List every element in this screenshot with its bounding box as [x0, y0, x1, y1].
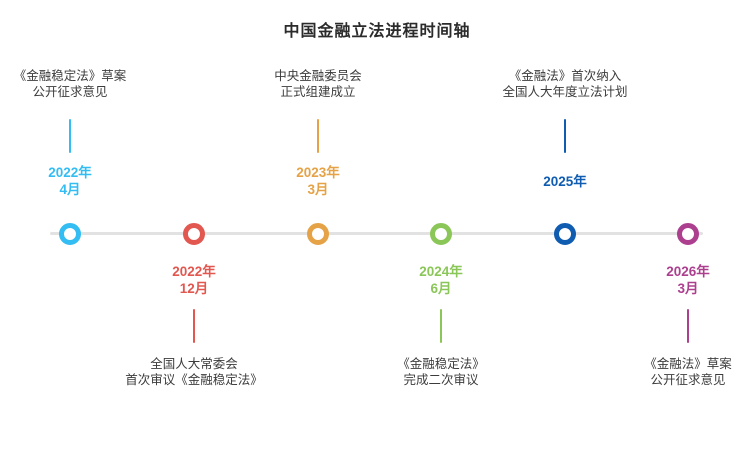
event-desc-line1: 全国人大常委会 [150, 357, 238, 371]
event-desc-line2: 公开征求意见 [650, 373, 726, 387]
event-date-label: 2022年 4月 [0, 162, 155, 200]
event-connector-line [69, 119, 71, 153]
timeline-event: 2022年 12月 全国人大常委会 首次审议《金融稳定法》 [109, 0, 279, 467]
event-connector-line [317, 119, 319, 153]
event-description: 全国人大常委会 首次审议《金融稳定法》 [109, 356, 279, 388]
event-connector-line [440, 309, 442, 343]
event-date-label: 2022年 12月 [109, 261, 279, 299]
event-description: 中央金融委员会 正式组建成立 [233, 68, 403, 100]
event-desc-line1: 《金融稳定法》 [397, 357, 485, 371]
event-date-month: 12月 [179, 281, 209, 296]
event-desc-line2: 公开征求意见 [32, 85, 108, 99]
event-date-month: 4月 [59, 182, 81, 197]
event-connector-line [564, 119, 566, 153]
timeline-event: 2026年 3月 《金融法》草案 公开征求意见 [603, 0, 754, 467]
event-connector-line [193, 309, 195, 343]
event-date-label: 2023年 3月 [233, 162, 403, 200]
event-desc-line2: 完成二次审议 [403, 373, 479, 387]
event-date-label: 2025年 [480, 162, 650, 200]
event-date-year: 2023年 [296, 165, 340, 180]
page-title: 中国金融立法进程时间轴 [283, 23, 471, 40]
timeline-event: 中央金融委员会 正式组建成立 2023年 3月 [233, 0, 403, 467]
event-connector-line [687, 309, 689, 343]
timeline-event: 《金融法》首次纳入 全国人大年度立法计划 2025年 [480, 0, 650, 467]
event-desc-line1: 《金融法》首次纳入 [508, 69, 622, 83]
event-desc-line2: 首次审议《金融稳定法》 [125, 373, 263, 387]
timeline-event: 《金融稳定法》草案 公开征求意见 2022年 4月 [0, 0, 155, 467]
event-date-month: 6月 [430, 281, 452, 296]
event-date-month: 3月 [307, 182, 329, 197]
event-desc-line2: 全国人大年度立法计划 [502, 85, 628, 99]
event-date-year: 2026年 [666, 264, 710, 279]
timeline-node-marker [677, 223, 699, 245]
event-description: 《金融法》首次纳入 全国人大年度立法计划 [480, 68, 650, 100]
timeline-axis-line [50, 232, 703, 235]
timeline-node-marker [59, 223, 81, 245]
timeline-node-marker [554, 223, 576, 245]
timeline-event: 2024年 6月 《金融稳定法》 完成二次审议 [356, 0, 526, 467]
event-date-year: 2025年 [543, 173, 587, 189]
timeline-node-marker [183, 223, 205, 245]
event-date-label: 2026年 3月 [603, 261, 754, 299]
event-date-label: 2024年 6月 [356, 261, 526, 299]
event-desc-line1: 中央金融委员会 [274, 69, 362, 83]
event-date-year: 2022年 [172, 264, 216, 279]
event-desc-line1: 《金融法》草案 [644, 357, 732, 371]
event-desc-line1: 《金融稳定法》草案 [13, 69, 127, 83]
event-date-year: 2022年 [48, 165, 92, 180]
event-description: 《金融稳定法》草案 公开征求意见 [0, 68, 155, 100]
event-desc-line2: 正式组建成立 [280, 85, 356, 99]
timeline-node-marker [430, 223, 452, 245]
event-description: 《金融法》草案 公开征求意见 [603, 356, 754, 388]
timeline-node-marker [307, 223, 329, 245]
event-description: 《金融稳定法》 完成二次审议 [356, 356, 526, 388]
event-date-year: 2024年 [419, 264, 463, 279]
event-date-month: 3月 [677, 281, 699, 296]
